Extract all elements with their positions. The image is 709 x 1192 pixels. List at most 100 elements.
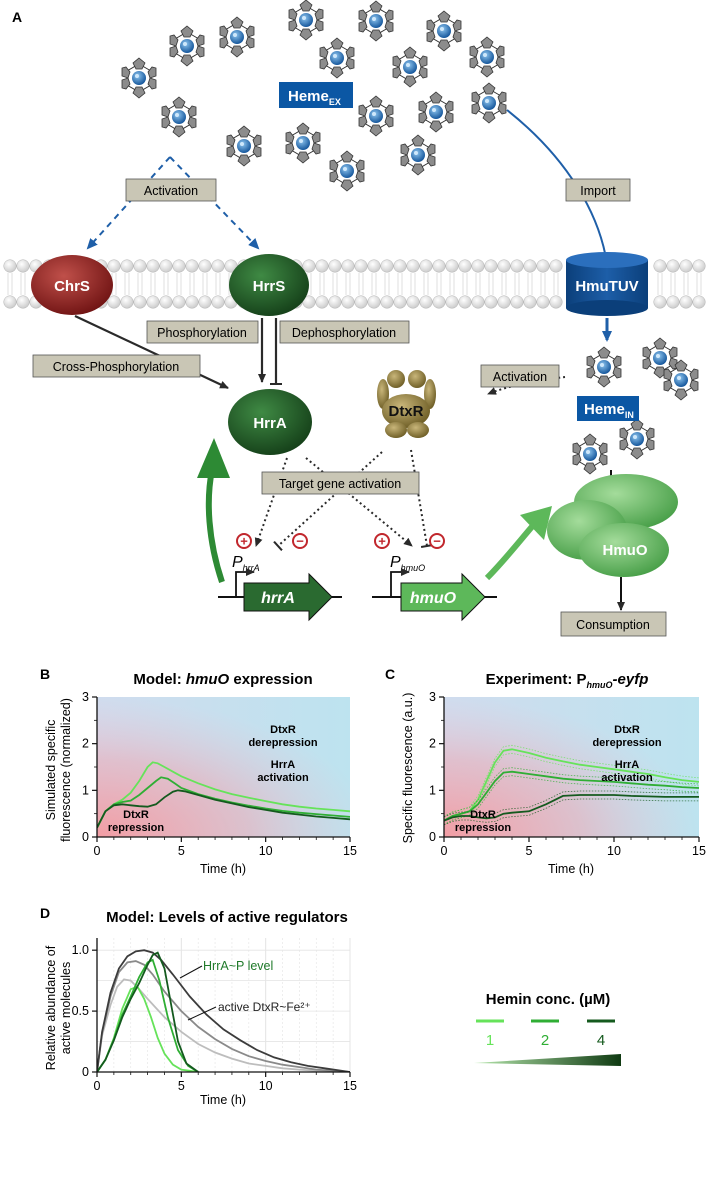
panel-d-title: Model: Levels of active regulators xyxy=(106,909,348,926)
lipid-tail xyxy=(176,273,182,295)
svg-text:DtxR: DtxR xyxy=(388,403,423,420)
lipid-tail xyxy=(124,273,130,295)
x-tick-label: 10 xyxy=(259,844,273,858)
dtxr-to-phrra-inhibit xyxy=(273,451,383,552)
lipid-head xyxy=(302,259,316,273)
legend-title: Hemin conc. (µM) xyxy=(486,991,610,1008)
heme-icon xyxy=(169,25,205,67)
lipid-tail xyxy=(345,273,351,295)
heme-icon xyxy=(619,418,655,460)
panel-d-ylabel: Relative abundance ofactive molecules xyxy=(44,945,73,1070)
panel-c-letter: C xyxy=(385,666,395,682)
lipid-head xyxy=(653,259,667,273)
panel-c-xlabel: Time (h) xyxy=(548,862,594,876)
heme-icon xyxy=(358,95,394,137)
lipid-head xyxy=(315,259,329,273)
lipid-head xyxy=(328,295,342,309)
lipid-tail xyxy=(488,273,494,295)
lipid-tail xyxy=(215,273,221,295)
series-line-2 xyxy=(444,770,699,822)
x-tick-label: 5 xyxy=(178,1079,185,1093)
lipid-head xyxy=(692,259,706,273)
series-line-4 xyxy=(444,794,699,822)
lipid-head xyxy=(445,259,459,273)
lipid-tail xyxy=(657,273,663,295)
panel-d-letter: D xyxy=(40,905,50,921)
lipid-head xyxy=(419,295,433,309)
lipid-head xyxy=(133,259,147,273)
dtxr-to-phmuo-inhibit xyxy=(410,449,434,548)
lipid-head xyxy=(549,259,563,273)
svg-text:Cross-Phosphorylation: Cross-Phosphorylation xyxy=(53,360,179,374)
lipid-head xyxy=(172,259,186,273)
panel-c-ylabel: Specific fluorescence (a.u.) xyxy=(401,693,415,844)
panel-d-dtxr-label: active DtxR~Fe²⁺ xyxy=(218,1000,311,1014)
heme-icon xyxy=(418,91,454,133)
series-line-DtxR xyxy=(97,949,350,1072)
heme-icon xyxy=(471,82,507,124)
series-line-2 xyxy=(97,776,350,829)
y-tick-label: 1 xyxy=(429,783,436,797)
plus-sign-hrra: + xyxy=(236,533,252,549)
lipid-tail xyxy=(319,273,325,295)
lipid-head xyxy=(445,295,459,309)
heme-icon xyxy=(219,16,255,58)
svg-text:+: + xyxy=(378,534,386,549)
lipid-head xyxy=(172,295,186,309)
promoter-hmuo-label: PhmuO xyxy=(390,554,425,573)
y-tick-label: 0.5 xyxy=(72,1004,89,1018)
panel-b-letter: B xyxy=(40,666,50,682)
panel-d-dtxr-leader xyxy=(187,1006,217,1021)
lipid-head xyxy=(510,259,524,273)
hrrs-protein: HrrS xyxy=(229,254,309,316)
lipid-head xyxy=(198,259,212,273)
lipid-tail xyxy=(449,273,455,295)
lipid-head xyxy=(692,295,706,309)
lipid-head xyxy=(3,295,17,309)
series-line-DtxR xyxy=(97,978,350,1072)
lipid-head xyxy=(328,259,342,273)
lipid-head xyxy=(458,259,472,273)
lipid-head xyxy=(211,259,225,273)
hmuo-protein: HmuO xyxy=(547,474,678,577)
lipid-head xyxy=(679,259,693,273)
lipid-head xyxy=(146,259,160,273)
lipid-tail xyxy=(423,273,429,295)
lipid-head xyxy=(406,295,420,309)
heme-icon xyxy=(329,150,365,192)
lipid-head xyxy=(16,295,30,309)
lipid-head xyxy=(432,259,446,273)
lipid-head xyxy=(198,295,212,309)
legend-label-4: 4 xyxy=(597,1032,605,1049)
series-line-4 xyxy=(97,789,350,829)
heme-icon xyxy=(319,37,355,79)
series-error-band xyxy=(444,798,699,826)
svg-text:ChrS: ChrS xyxy=(54,278,90,295)
heme-icon xyxy=(572,433,608,475)
y-tick-label: 1 xyxy=(82,783,89,797)
plus-sign-hmuo: + xyxy=(374,533,390,549)
phosphorylation-label: Phosphorylation xyxy=(146,320,259,344)
panel-a-letter: A xyxy=(12,9,22,25)
heme-icon xyxy=(121,57,157,99)
gene-hmuo: hmuO xyxy=(400,572,486,622)
chrs-protein: ChrS xyxy=(31,255,113,315)
panel-c-background xyxy=(444,697,699,837)
dtxr-protein: DtxR xyxy=(377,370,436,438)
y-tick-label: 3 xyxy=(82,690,89,704)
import-label: Import xyxy=(565,178,631,202)
lipid-head xyxy=(120,259,134,273)
svg-text:+: + xyxy=(240,534,248,549)
lipid-head xyxy=(523,295,537,309)
heme-icon xyxy=(469,36,505,78)
lipid-tail xyxy=(397,273,403,295)
activation-top-label: Activation xyxy=(125,178,217,202)
x-tick-label: 0 xyxy=(94,844,101,858)
svg-text:hrrA: hrrA xyxy=(261,590,295,607)
lipid-head xyxy=(341,259,355,273)
lipid-tail xyxy=(683,273,689,295)
lipid-head xyxy=(302,295,316,309)
